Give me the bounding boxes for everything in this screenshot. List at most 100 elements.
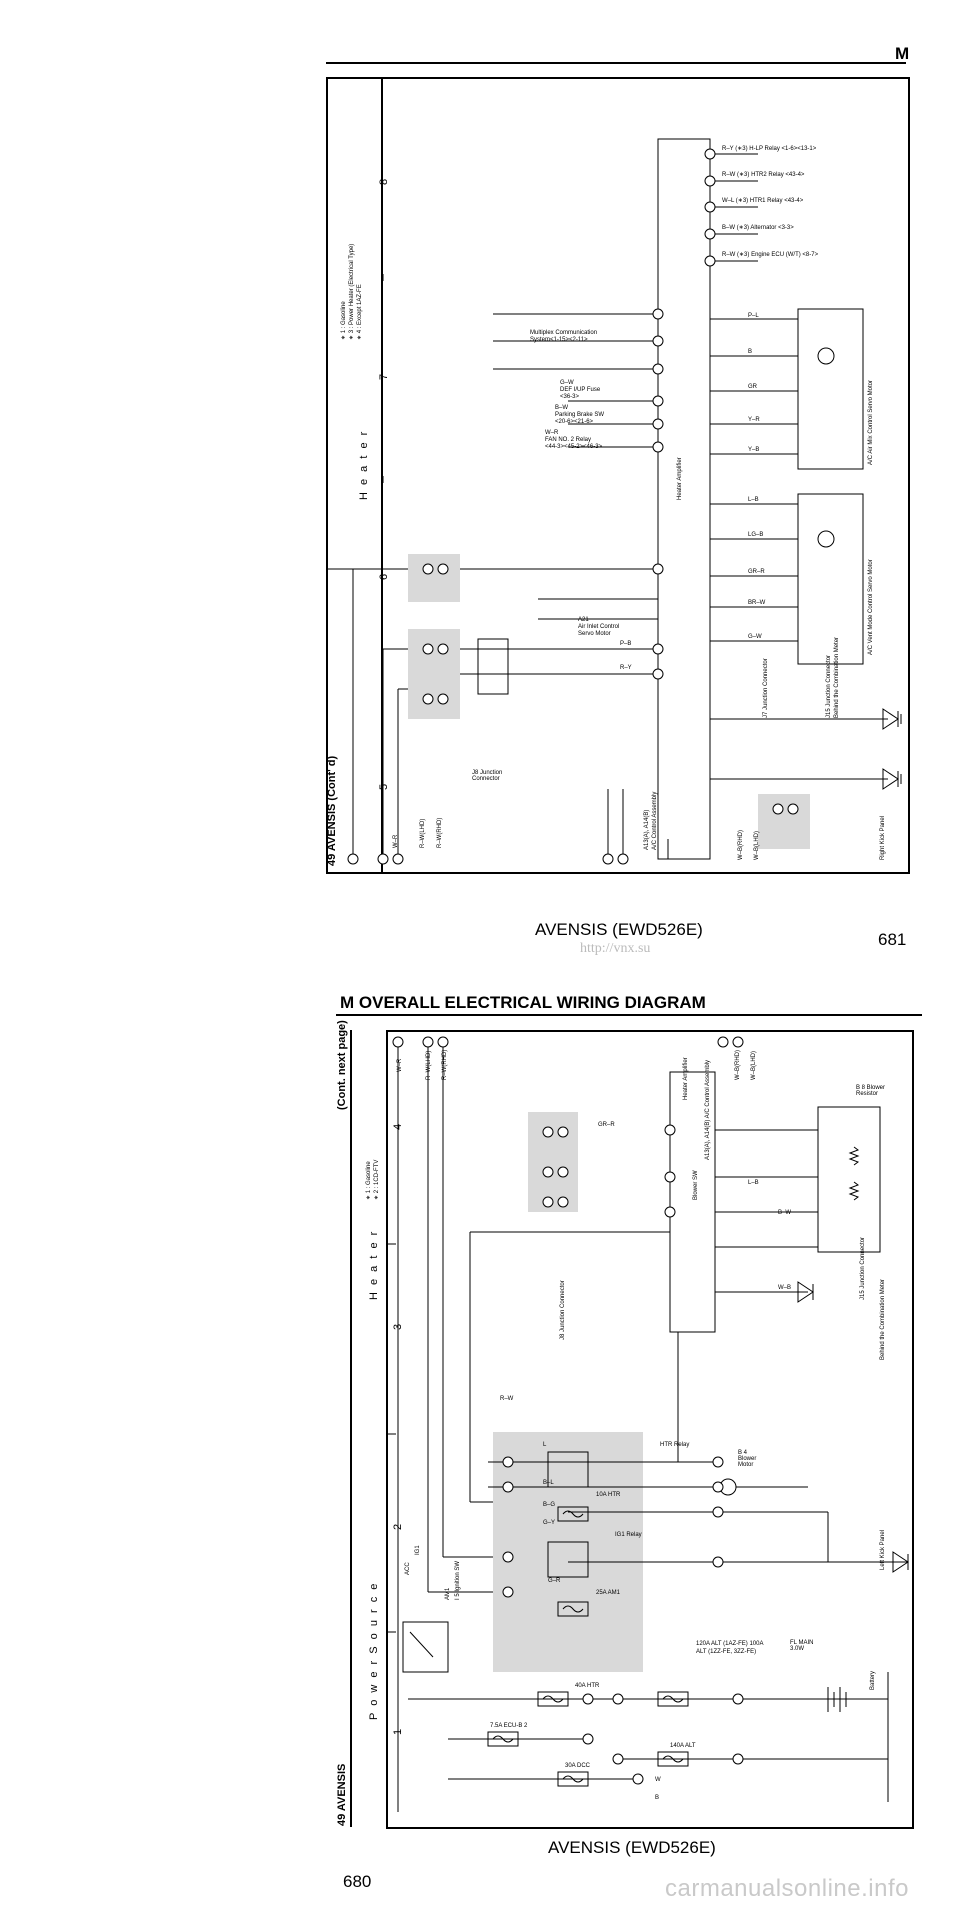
ref-wire: W–R (545, 430, 559, 436)
ref-text: Parking Brake SW (555, 412, 605, 418)
top-diagram-frame (326, 77, 910, 874)
top-inlet-servo-1: A21 (578, 617, 589, 623)
top-wiring-diagram (328, 138, 902, 865)
top-ac-amp: A13(A), A14(B) (644, 809, 650, 850)
top-col-5: 5 (378, 783, 390, 790)
bottom-wire-rw-lhd: R–W(LHD) (426, 1050, 432, 1080)
bottom-wire-wr: W–R (397, 1058, 403, 1072)
bottom-wiring-diagram (388, 1036, 909, 1812)
top-wire-pl: P–L (748, 313, 759, 319)
top-wire-brw: BR–W (748, 600, 766, 606)
relay-ref: <43-4> (785, 172, 805, 178)
top-relay-ref-5: R–W (∗3) Engine ECU (W/T) <8-7> (722, 252, 818, 259)
relay-ref: <3-3> (778, 225, 794, 231)
top-mix-servo: A/C Air Mix Control Servo Motor (868, 379, 874, 465)
ref-ref: <36-3> (560, 394, 580, 400)
bottom-wire-rw-rhd: R–W(RHD) (442, 1049, 448, 1080)
blower-motor-label: B 4 Blower Motor (738, 1450, 757, 1468)
top-wire-wb-rhd: W–B(RHD) (738, 830, 744, 860)
top-jc-j15: J15 Junction Connector (826, 654, 832, 718)
bottom-wire-wb-lhd: W–B(LHD) (751, 1050, 757, 1080)
ref-text: FAN NO. 2 Relay (545, 437, 592, 443)
top-note-1: ∗ 1 : Gasoline (341, 301, 347, 340)
watermark: http://vnx.su (580, 941, 651, 956)
ref-wire: B–W (555, 405, 569, 411)
relay-note: (∗3) (737, 172, 750, 178)
relay-note: (∗3) (735, 146, 748, 152)
relay-name: Engine ECU (W/T) (751, 252, 801, 258)
top-wire-wr: W–R (393, 834, 399, 848)
top-jc-j7: J7 Junction Connector (763, 658, 769, 718)
top-ac-amp2: A/C Control Assembly (652, 791, 658, 850)
section-title: M OVERALL ELECTRICAL WIRING DIAGRAM (340, 993, 706, 1012)
bottom-wire-w: W (655, 1777, 661, 1783)
bottom-side-title: 49 AVENSIS (336, 1763, 348, 1826)
fuse-120a-label: 120A ALT (1AZ-FE) 100A ALT (1ZZ-FE, 3ZZ-… (696, 1641, 764, 1655)
ref-text: Multiplex Communication (530, 330, 598, 336)
top-inlet-servo-2: Air Inlet Control (578, 624, 620, 630)
top-left-ref-2: G–W DEF I/UP Fuse <36-3> (560, 380, 600, 401)
comb-meter-label: Behind the Combination Meter (880, 1278, 886, 1360)
ignition-sw-label: I 5 Ignition SW (455, 1560, 461, 1600)
page-number-680: 680 (343, 1872, 372, 1891)
top-col-7: 7 (378, 373, 390, 380)
top-comb-meter: Behind the Combination Meter (834, 636, 840, 718)
fuse-75a-label: 7.5A ECU-B 2 (490, 1723, 528, 1729)
top-relay-ref-3: W–L (∗3) HTR1 Relay <43-4> (722, 198, 803, 205)
bottom-note-1: ∗ 1 : Gasoline (366, 1161, 372, 1200)
relay-wire: R–W (722, 252, 736, 258)
bottom-note-2: ∗ 2 : 1CD-FTV (374, 1159, 380, 1200)
switch-am1: AM1 (445, 1587, 451, 1600)
relay-wire: W–L (722, 198, 735, 204)
top-wire-yr: Y–R (748, 417, 760, 423)
top-note-3: ∗ 4 : Except 1AZ-FE (357, 284, 363, 340)
top-wire-b: B (748, 349, 753, 355)
top-wire-grr: GR–R (748, 569, 765, 575)
htr-relay-label: HTR Relay (660, 1442, 690, 1448)
top-wire-pb: P–B (620, 641, 632, 647)
ref-ref: System<1-15><2-11> (530, 337, 588, 343)
top-relay-ref-2: R–W (∗3) HTR2 Relay <43-4> (722, 172, 804, 179)
relay-ref: <8-7> (802, 252, 819, 258)
relay-wire: R–Y (722, 146, 734, 152)
top-wire-wb-lhd: W–B(LHD) (754, 830, 760, 860)
top-footer: AVENSIS (EWD526E) (535, 920, 703, 939)
bottom-wire-bw: B–W (778, 1210, 792, 1216)
top-left-ref-1: Multiplex Communication System<1-15><2-1… (530, 330, 600, 344)
relay-note: (∗3) (737, 252, 750, 258)
relay-name: Alternator (750, 225, 777, 231)
corner-letter: M (895, 44, 910, 63)
bottom-wire-b: B (655, 1795, 660, 1801)
top-left-ref-4: W–R FAN NO. 2 Relay <44-3><45-2><46-3> (545, 430, 602, 451)
top-relay-ref-4: B–W (∗3) Alternator <3-3> (722, 225, 794, 232)
bottom-wire-l: L (543, 1442, 547, 1448)
ref-ref: <44-3><45-2><46-3> (545, 444, 603, 450)
top-mode-servo: A/C Vent Mode Control Servo Motor (868, 559, 874, 655)
bottom-outer-border (350, 1030, 352, 1827)
section-power-source: P o w e r S o u r c e (368, 1581, 380, 1720)
relay-name: HTR2 Relay (751, 172, 784, 178)
section-heater: H e a t e r (368, 1229, 380, 1300)
relay-wire: R–W (722, 172, 736, 178)
bottom-footer: AVENSIS (EWD526E) (548, 1838, 716, 1857)
top-wire-lb: L–B (748, 497, 759, 503)
top-col-8: 8 (378, 178, 390, 185)
switch-ig1: IG1 (415, 1545, 421, 1555)
fl-main-label: FL MAIN 3.0W (790, 1640, 814, 1652)
bottom-diagram-frame (386, 1030, 914, 1829)
top-note-2: ∗ 3 : Power Heater (Electrical Type) (349, 243, 355, 340)
bottom-wire-bl: B–L (543, 1480, 554, 1486)
top-heater-amp: Heater Amplifier (677, 457, 683, 500)
section-title-rule (336, 1014, 922, 1016)
bottom-wire-wb: W–B (778, 1285, 792, 1291)
relay-ref: <43-4> (784, 198, 804, 204)
fuse-25a-label: 25A AM1 (596, 1590, 621, 1596)
relay-note: (∗3) (735, 198, 749, 204)
top-inner-border (381, 77, 383, 872)
ref-wire: G–W (560, 380, 574, 386)
bottom-wire-rw: R–W (500, 1396, 514, 1402)
header-rule (326, 62, 906, 64)
relay-name: H-LP Relay (749, 146, 780, 152)
cont-label: (Cont. next page) (336, 1020, 348, 1110)
top-wire-ry: R–Y (620, 665, 632, 671)
